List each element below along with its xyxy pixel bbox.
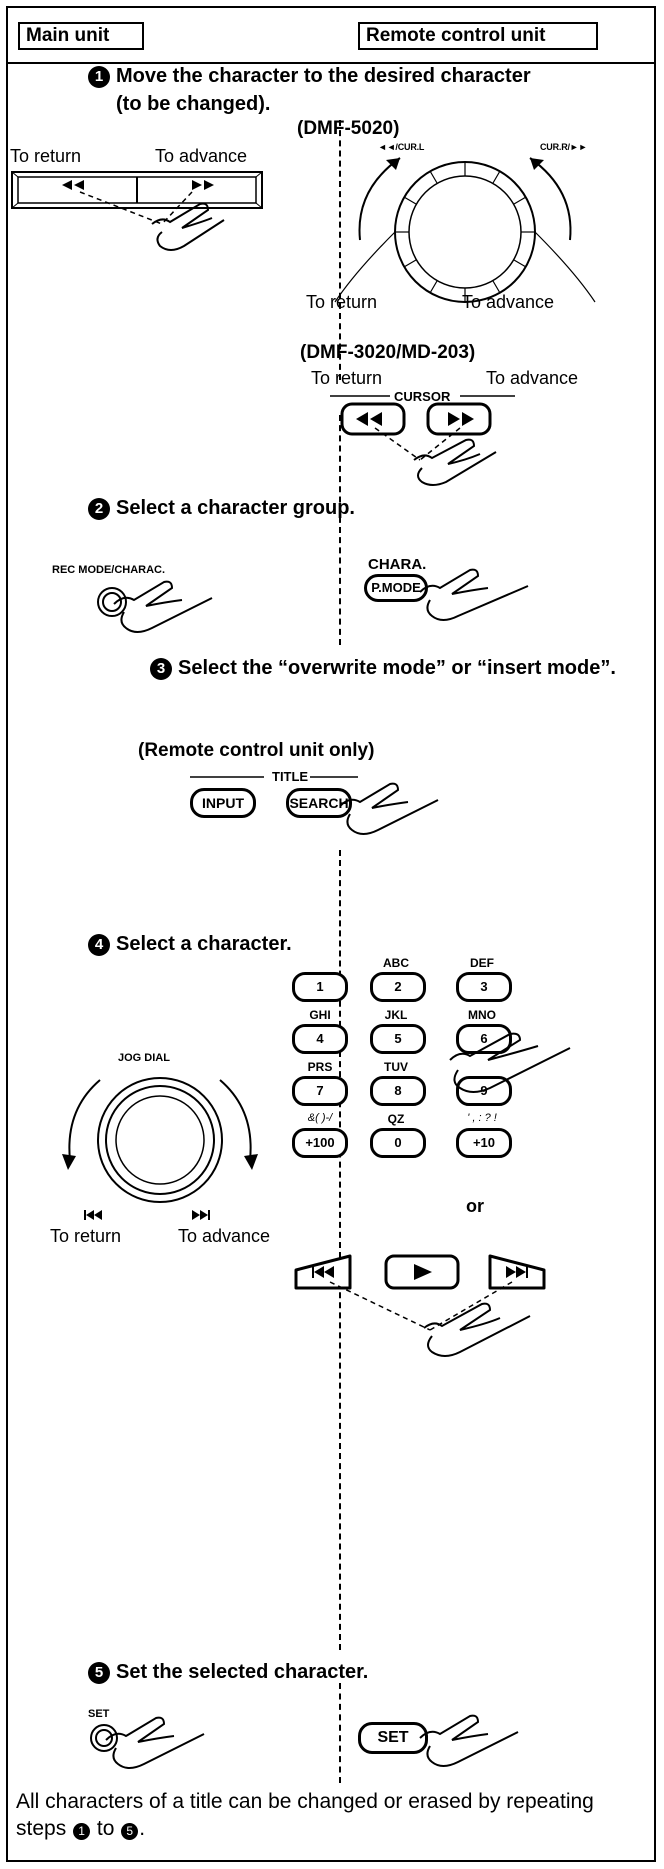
header-divider (6, 62, 656, 64)
footer-note: All characters of a title can be changed… (16, 1788, 641, 1842)
column-divider (339, 120, 341, 380)
step-3: 3 Select the “overwrite mode” or “insert … (150, 656, 616, 680)
finger-press (419, 568, 529, 621)
key-2[interactable]: 2 (370, 972, 426, 1002)
chara-label: CHARA. (368, 556, 427, 573)
finger-press (449, 1032, 571, 1093)
key-letters: MNO (468, 1008, 496, 1022)
key-5[interactable]: 5 (370, 1024, 426, 1054)
to-return-label: To return (10, 146, 82, 166)
cur-l-label: ◄◄/CUR.L (378, 142, 425, 152)
step-text: Select a character. (116, 933, 292, 955)
to-advance-label: To advance (462, 292, 555, 312)
step-number-badge: 1 (73, 1823, 91, 1840)
to-return-label: To return (306, 292, 378, 312)
skip-play-buttons-illustration (294, 1254, 546, 1357)
step-number-badge: 1 (88, 66, 110, 88)
step-text: Select the “overwrite mode” or “insert m… (178, 657, 616, 679)
column-divider (339, 850, 341, 1650)
title-bracket-lines (190, 776, 358, 778)
step-text: Select a character group. (116, 497, 355, 519)
key-letters: DEF (470, 956, 494, 970)
to-advance-label: To advance (155, 146, 248, 166)
step-1: 1 Move the character to the desired chara… (88, 64, 531, 88)
step-5: 5 Set the selected character. (88, 1660, 368, 1684)
step-text: Move the character to the desired charac… (116, 65, 531, 87)
set-remote-button[interactable]: SET (358, 1722, 428, 1754)
key-0[interactable]: 0 (370, 1128, 426, 1158)
step-4: 4 Select a character. (88, 932, 292, 956)
page-frame (6, 6, 656, 1862)
to-advance-label: To advance (178, 1226, 271, 1246)
main-unit-header: Main unit (18, 22, 144, 50)
remote-unit-header: Remote control unit (358, 22, 598, 50)
title-search-button[interactable]: SEARCH (286, 788, 352, 818)
step-text: Set the selected character. (116, 1661, 369, 1683)
remote-jog-dial-illustration (334, 157, 596, 303)
main-skip-buttons-illustration (11, 171, 263, 251)
main-jog-dial-illustration (62, 1077, 258, 1220)
column-divider (339, 415, 341, 645)
key-4[interactable]: 4 (292, 1024, 348, 1054)
footer-text: steps (16, 1817, 67, 1840)
cursor-keys-illustration (330, 395, 515, 486)
key-letters: PRS (307, 1060, 333, 1074)
key-3[interactable]: 3 (456, 972, 512, 1002)
title-input-button[interactable]: INPUT (190, 788, 256, 818)
step-1-line2: (to be changed). (116, 93, 271, 115)
dmf3020-label: (DMF-3020/MD-203) (300, 342, 476, 363)
title-label: TITLE (272, 769, 309, 784)
key-letters: QZ (387, 1112, 405, 1126)
set-main-label: SET (88, 1708, 110, 1720)
rec-mode-button-press (97, 580, 213, 633)
key-1[interactable]: 1 (292, 972, 348, 1002)
key-plus10[interactable]: +10 (456, 1128, 512, 1158)
step-2: 2 Select a character group. (88, 496, 355, 520)
finger-press (339, 782, 439, 835)
key-letters: TUV (384, 1060, 408, 1074)
to-return-label: To return (50, 1226, 122, 1246)
rec-mode-charac-label: REC MODE/CHARAC. (52, 564, 166, 576)
key-plus100[interactable]: +100 (292, 1128, 348, 1158)
cur-r-label: CUR.R/►► (540, 142, 588, 152)
key-letters: &( )-/ (307, 1112, 333, 1124)
cursor-label: CURSOR (394, 389, 451, 404)
step-number-badge: 4 (88, 934, 110, 956)
key-8[interactable]: 8 (370, 1076, 426, 1106)
dmf5020-label: (DMF-5020) (297, 118, 400, 139)
footer-text: All characters of a title can be changed… (16, 1790, 594, 1813)
step-number-badge: 3 (150, 658, 172, 680)
column-divider (339, 1683, 341, 1783)
key-letters: JKL (384, 1008, 408, 1022)
to-advance-label: To advance (486, 368, 579, 388)
or-label: or (466, 1196, 484, 1216)
key-7[interactable]: 7 (292, 1076, 348, 1106)
step-number-badge: 5 (88, 1662, 110, 1684)
key-letters: ABC (383, 956, 409, 970)
step-number-badge: 2 (88, 498, 110, 520)
footer-text: . (139, 1817, 146, 1840)
remote-only-label: (Remote control unit only) (138, 740, 375, 761)
jog-dial-label: JOG DIAL (118, 1052, 170, 1064)
to-return-label: To return (311, 368, 383, 388)
p-mode-button[interactable]: P.MODE (364, 574, 428, 602)
key-letters: GHI (309, 1008, 331, 1022)
key-letters: ' , : ? ! (467, 1112, 497, 1124)
finger-press (419, 1714, 519, 1767)
set-main-button-press (90, 1716, 205, 1769)
footer-text: to (96, 1817, 115, 1840)
step-number-badge: 5 (121, 1823, 139, 1840)
